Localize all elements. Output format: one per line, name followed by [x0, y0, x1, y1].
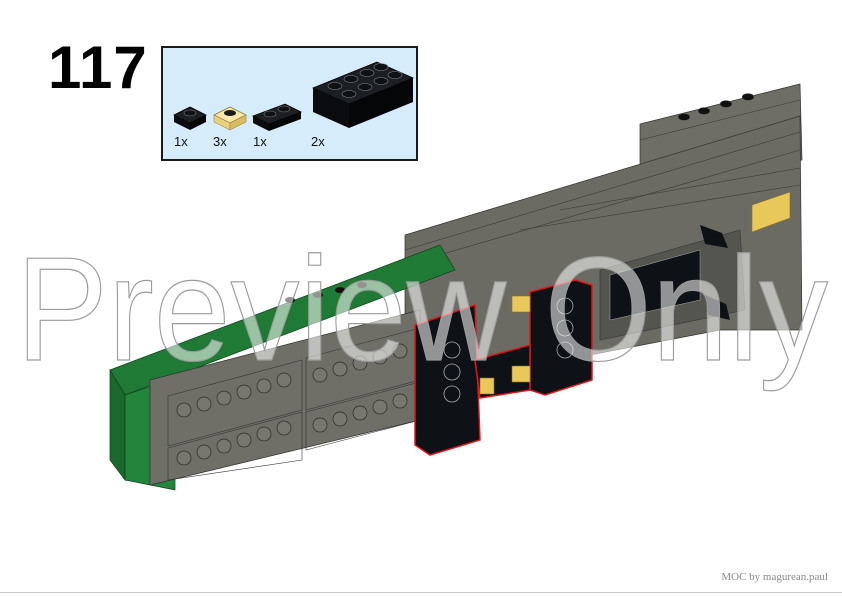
- trans-yellow-plate-1x1-icon: [213, 106, 247, 131]
- part-qty-4: 2x: [311, 134, 325, 149]
- part-qty-2: 3x: [213, 134, 227, 149]
- step-number: 117: [48, 34, 148, 101]
- part-qty-1: 1x: [174, 134, 188, 149]
- parts-list-callout: 1x 3x 1x 2x: [161, 46, 418, 161]
- black-plate-1x2-icon: [252, 103, 302, 131]
- page-bottom-divider: [0, 592, 842, 593]
- part-qty-3: 1x: [253, 134, 267, 149]
- black-brick-2x4-icon: [311, 61, 415, 128]
- black-plate-1x1-icon: [173, 106, 207, 130]
- moc-credit: MOC by magurean.paul: [721, 571, 828, 583]
